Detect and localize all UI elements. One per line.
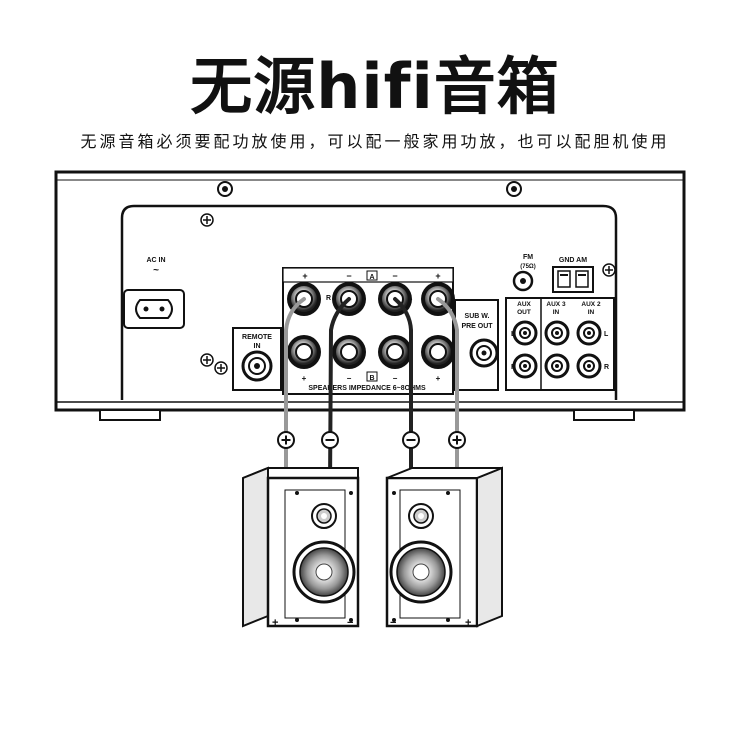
remote-label: REMOTE (242, 334, 272, 341)
minus-mark: − (392, 271, 397, 281)
aux3-in-label: IN (553, 309, 560, 316)
cable-left-minus (393, 297, 413, 490)
phillips-screw-icon (200, 353, 214, 367)
speaker-minus-mark: − (347, 617, 353, 629)
rca-aux-out-right[interactable] (512, 353, 538, 379)
tweeter-icon (311, 503, 337, 529)
plus-mark: + (435, 271, 440, 281)
speakers-impedance-label: SPEAKERS IMPEDANCE 6~8OHMS (308, 385, 426, 392)
amplifier-rear-panel: AC IN ~ REMOTE IN A B SPEAKERS IMPEDANCE… (54, 170, 686, 421)
fm-antenna-jack[interactable] (512, 270, 534, 292)
group-b-label: B (369, 375, 374, 382)
amp-foot-right (573, 409, 635, 421)
page-subtitle: 无源音箱必须要配功放使用，可以配一般家用功放，也可以配胆机使用 (80, 132, 670, 151)
aux2-in-label: IN (588, 309, 595, 316)
ac-wave-icon: ~ (153, 265, 159, 276)
page-title: 无源hifi音箱 (190, 50, 560, 123)
cable-right-minus (328, 297, 351, 490)
fm-label: FM (523, 254, 533, 261)
aux2-label: AUX 2 (581, 301, 601, 308)
sub-pre-out-jack[interactable] (469, 338, 499, 368)
gnd-am-label: GND AM (559, 257, 587, 264)
right-label: R (326, 295, 331, 302)
binding-post-b-right-plus[interactable] (287, 335, 321, 369)
ac-in-label: AC IN (146, 257, 165, 264)
bookshelf-speaker-right: − + (385, 466, 503, 629)
woofer-icon (389, 540, 453, 604)
minus-badge-icon (402, 431, 420, 449)
speaker-cables (284, 297, 459, 490)
remote-in-label: IN (254, 343, 261, 350)
minus-mark: − (393, 374, 398, 383)
rca-aux3-right[interactable] (544, 353, 570, 379)
rca-aux2-left[interactable] (576, 320, 602, 346)
binding-post-b-left-minus[interactable] (378, 335, 412, 369)
plus-badge-icon (277, 431, 295, 449)
rca-aux2-right[interactable] (576, 353, 602, 379)
tweeter-icon (408, 503, 434, 529)
binding-post-b-right-minus[interactable] (332, 335, 366, 369)
cable-left-plus (436, 297, 459, 470)
plus-mark: + (302, 271, 307, 281)
pre-out-label: PRE OUT (461, 323, 493, 330)
plus-mark: + (436, 374, 441, 383)
ac-inlet[interactable] (123, 289, 185, 329)
rca-aux3-left[interactable] (544, 320, 570, 346)
minus-badge-icon (321, 431, 339, 449)
cable-right-plus (284, 297, 306, 470)
group-a-label: A (369, 274, 374, 281)
screw-icon (506, 181, 522, 197)
plus-badge-icon (448, 431, 466, 449)
aux3-label: AUX 3 (546, 301, 566, 308)
aux-out-label-2: OUT (517, 309, 531, 316)
left-label: L (604, 331, 609, 338)
minus-mark: − (347, 374, 352, 383)
speaker-plus-mark: + (465, 617, 471, 629)
screw-icon (217, 181, 233, 197)
bookshelf-speaker-left: + − (242, 466, 360, 629)
speaker-minus-mark: − (390, 617, 396, 629)
right-label: R (604, 364, 609, 371)
speaker-plus-mark: + (272, 617, 278, 629)
fm-ohm-label: (75Ω) (520, 264, 535, 270)
remote-in-jack[interactable] (241, 350, 273, 382)
rca-aux-out-left[interactable] (512, 320, 538, 346)
aux-out-label: AUX (517, 301, 531, 308)
binding-post-b-left-plus[interactable] (421, 335, 455, 369)
plus-mark: + (302, 374, 307, 383)
phillips-screw-icon (214, 361, 228, 375)
sub-w-label: SUB W. (465, 313, 490, 320)
woofer-icon (292, 540, 356, 604)
phillips-screw-icon (602, 263, 616, 277)
phillips-screw-icon (200, 213, 214, 227)
minus-mark: − (346, 271, 351, 281)
gnd-am-terminal[interactable] (552, 266, 594, 293)
amp-foot-left (99, 409, 161, 421)
